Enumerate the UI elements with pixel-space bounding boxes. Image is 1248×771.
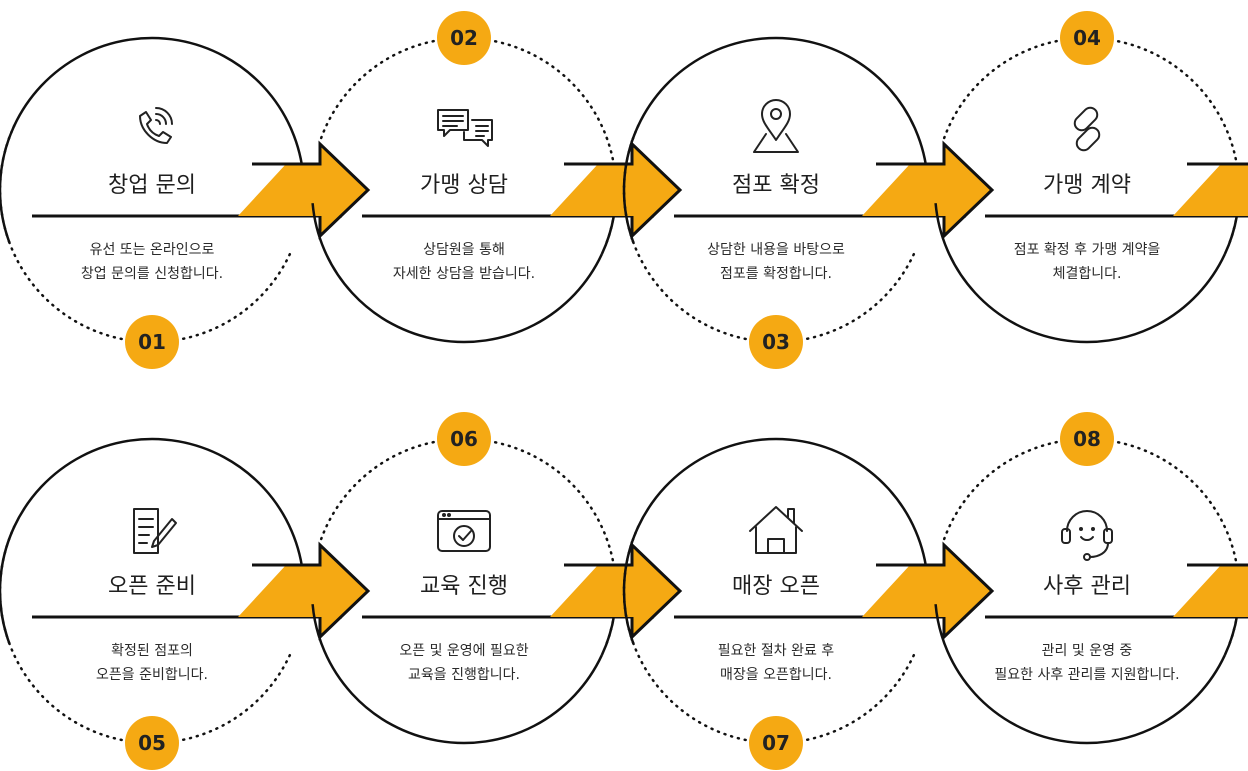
circle-solid-arc xyxy=(622,125,640,243)
circle-solid-arc xyxy=(311,604,603,745)
step-desc-line1: 관리 및 운영 중 xyxy=(1042,643,1133,659)
step-title: 매장 오픈 xyxy=(732,574,820,599)
document-edit-icon xyxy=(133,508,177,554)
house-icon xyxy=(749,506,803,554)
step-number-badge xyxy=(749,315,803,369)
link-icon xyxy=(1070,103,1104,155)
arrow-fill xyxy=(238,144,368,236)
browser-check-icon xyxy=(437,510,491,552)
step-number-badge xyxy=(125,315,179,369)
arrow-outline xyxy=(1187,162,1248,166)
circle-dotted-arc xyxy=(942,437,1232,541)
circle-solid-arc xyxy=(13,36,305,177)
circle-solid-arc xyxy=(311,203,603,344)
phone-icon xyxy=(139,107,173,144)
step-number: 01 xyxy=(138,330,166,354)
step-number: 02 xyxy=(450,26,478,50)
step-title: 가맹 상담 xyxy=(420,173,508,198)
step-number: 07 xyxy=(762,731,790,755)
step-number-badge xyxy=(749,716,803,770)
map-pin-icon xyxy=(753,99,799,153)
arrow-fill xyxy=(1173,164,1248,216)
arrow-outline xyxy=(1187,563,1248,567)
circle-solid-arc xyxy=(0,526,16,644)
step-desc-line2: 창업 문의를 신청합니다. xyxy=(81,266,223,282)
step-title: 오픈 준비 xyxy=(108,574,196,599)
step-number-badge xyxy=(437,412,491,466)
circle-solid-arc xyxy=(622,526,640,644)
step-desc-line1: 필요한 절차 완료 후 xyxy=(718,643,835,659)
step-number: 03 xyxy=(762,330,790,354)
step-desc-line1: 확정된 점포의 xyxy=(111,643,193,659)
step-title: 사후 관리 xyxy=(1043,574,1131,599)
arrow-fill xyxy=(550,144,680,236)
circle-solid-arc xyxy=(637,36,929,177)
circle-solid-arc xyxy=(934,604,1226,745)
arrow-fill xyxy=(238,545,368,637)
chat-icon xyxy=(437,109,493,147)
arrow-outline xyxy=(252,541,371,641)
arrow-fill xyxy=(862,545,992,637)
arrow-outline xyxy=(876,140,995,240)
arrow-outline xyxy=(564,541,683,641)
step-title: 창업 문의 xyxy=(108,173,196,198)
circle-solid-arc xyxy=(0,125,16,243)
circle-dotted-arc xyxy=(319,36,609,140)
circle-dotted-arc xyxy=(942,36,1232,140)
step-desc-line2: 오픈을 준비합니다. xyxy=(96,667,208,683)
arrow-fill xyxy=(550,545,680,637)
step-desc-line1: 유선 또는 온라인으로 xyxy=(90,242,215,258)
step-number: 05 xyxy=(138,731,166,755)
headset-icon xyxy=(1061,510,1113,561)
step-desc-line2: 점포를 확정합니다. xyxy=(720,266,832,282)
circle-solid-arc xyxy=(934,203,1226,344)
arrow-outline xyxy=(564,140,683,240)
step-desc-line2: 교육을 진행합니다. xyxy=(408,667,520,683)
arrow-fill xyxy=(862,144,992,236)
step-number-badge xyxy=(125,716,179,770)
step-number-badge xyxy=(1060,412,1114,466)
circle-solid-arc xyxy=(13,437,305,578)
arrow-outline xyxy=(876,541,995,641)
step-desc-line2: 매장을 오픈합니다. xyxy=(720,667,832,683)
step-desc-line1: 상담원을 통해 xyxy=(423,242,505,258)
step-desc-line1: 점포 확정 후 가맹 계약을 xyxy=(1014,242,1161,258)
arrow-fill xyxy=(1173,565,1248,617)
step-number-badge xyxy=(1060,11,1114,65)
step-desc-line2: 자세한 상담을 받습니다. xyxy=(393,266,535,282)
circle-dotted-arc xyxy=(319,437,609,541)
step-desc-line1: 오픈 및 운영에 필요한 xyxy=(399,643,528,659)
step-number-badge xyxy=(437,11,491,65)
step-desc-line2: 필요한 사후 관리를 지원합니다. xyxy=(994,667,1179,683)
circle-solid-arc xyxy=(637,437,929,578)
step-title: 교육 진행 xyxy=(420,574,508,599)
step-desc-line1: 상담한 내용을 바탕으로 xyxy=(707,242,845,258)
step-number: 06 xyxy=(450,427,478,451)
step-title: 가맹 계약 xyxy=(1043,173,1131,198)
arrow-outline xyxy=(252,140,371,240)
step-number: 04 xyxy=(1073,26,1101,50)
step-title: 점포 확정 xyxy=(732,173,820,198)
step-desc-line2: 체결합니다. xyxy=(1053,266,1122,282)
step-number: 08 xyxy=(1073,427,1101,451)
